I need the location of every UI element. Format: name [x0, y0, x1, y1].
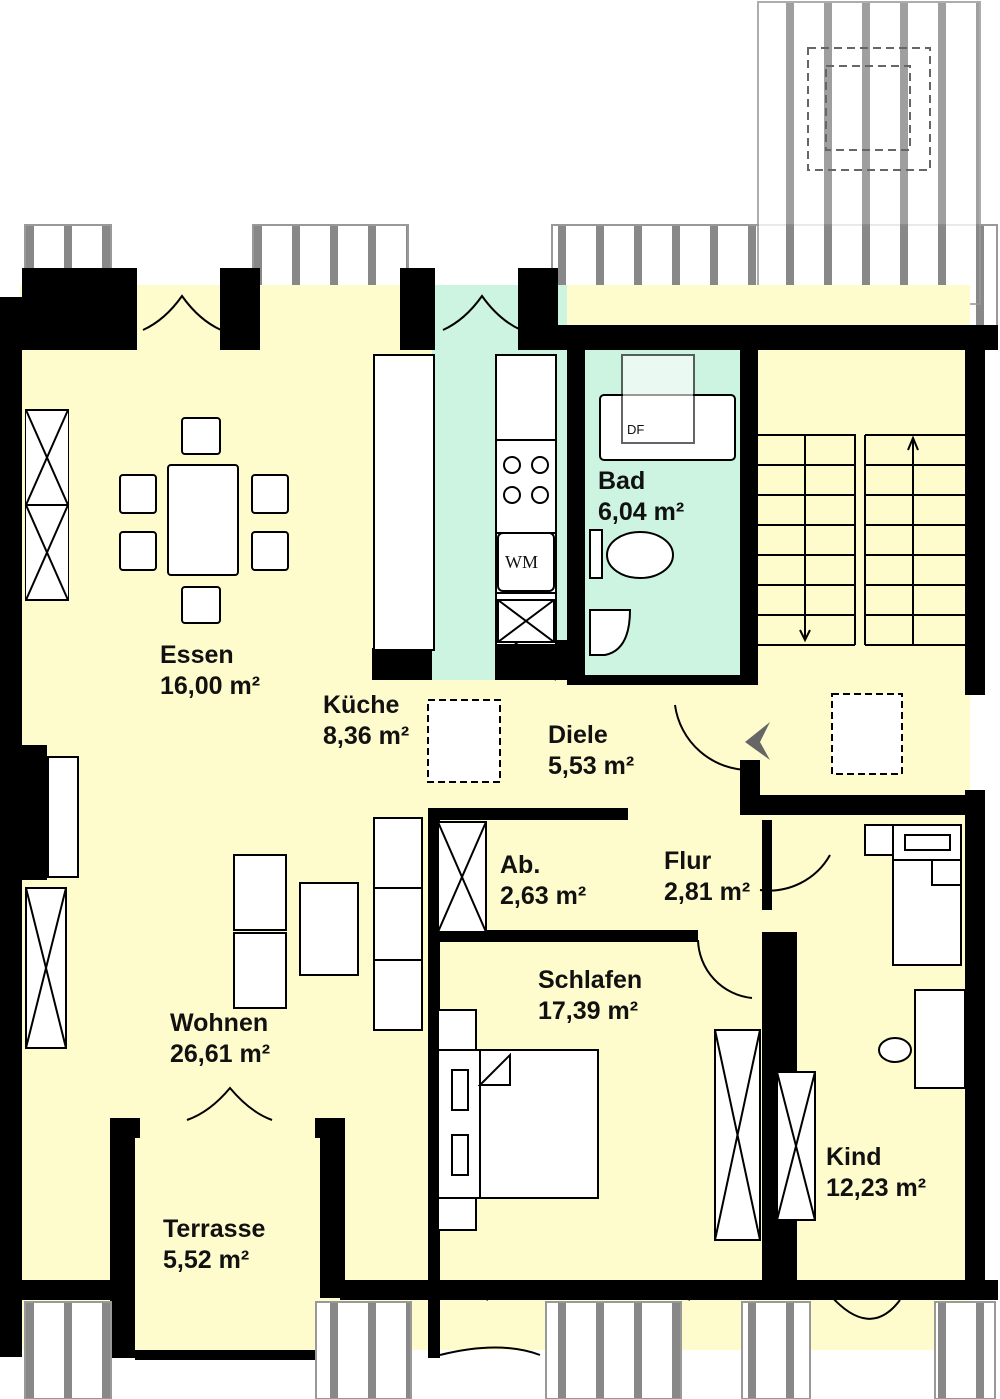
room-area: 16,00 m²	[160, 672, 261, 700]
room-name: Wohnen	[170, 1009, 269, 1037]
room-name: Diele	[548, 721, 608, 749]
staircase	[758, 434, 965, 646]
room-label-terrasse: Terrasse 5,52 m²	[163, 1214, 265, 1276]
room-name: Schlafen	[538, 966, 643, 994]
room-area: 5,53 m²	[548, 752, 635, 780]
rug-dashed	[831, 693, 903, 775]
room-name: Kind	[826, 1143, 882, 1171]
room-area: 26,61 m²	[170, 1040, 271, 1068]
room-label-bad: Bad 6,04 m²	[598, 466, 684, 528]
furniture	[24, 354, 966, 1241]
room-area: 12,23 m²	[826, 1174, 927, 1202]
planter-boxes-top	[24, 1, 998, 328]
room-label-diele: Diele 5,53 m²	[548, 720, 634, 782]
room-name: Flur	[664, 847, 712, 875]
floor-terrace	[135, 1135, 320, 1350]
room-area: 8,36 m²	[323, 722, 410, 750]
room-area: 17,39 m²	[538, 997, 639, 1025]
room-area: 5,52 m²	[163, 1246, 250, 1274]
room-label-essen: Essen 16,00 m²	[160, 640, 260, 702]
room-name: Bad	[598, 467, 646, 495]
doors	[142, 294, 901, 1356]
room-name: Ab.	[500, 851, 541, 879]
rug-dashed	[427, 699, 501, 783]
room-area: 6,04 m²	[598, 498, 685, 526]
room-name: Essen	[160, 641, 234, 669]
planter-boxes-bottom	[24, 1301, 996, 1399]
room-name: Küche	[323, 691, 400, 719]
room-area: 2,81 m²	[664, 878, 751, 906]
room-area: 2,63 m²	[500, 882, 587, 910]
room-label-wohnen: Wohnen 26,61 m²	[170, 1008, 270, 1070]
room-name: Terrasse	[163, 1215, 266, 1243]
room-label-kueche: Küche 8,36 m²	[323, 690, 409, 752]
entrance-arrow-icon	[745, 722, 770, 760]
room-label-schlafen: Schlafen 17,39 m²	[538, 965, 642, 1027]
washing-machine-label: WM	[505, 552, 538, 572]
room-label-flur: Flur 2,81 m²	[664, 846, 750, 908]
bathtub-label: DF	[627, 422, 645, 437]
room-label-kind: Kind 12,23 m²	[826, 1142, 926, 1204]
room-label-abstellraum: Ab. 2,63 m²	[500, 850, 586, 912]
walls	[0, 268, 998, 1360]
